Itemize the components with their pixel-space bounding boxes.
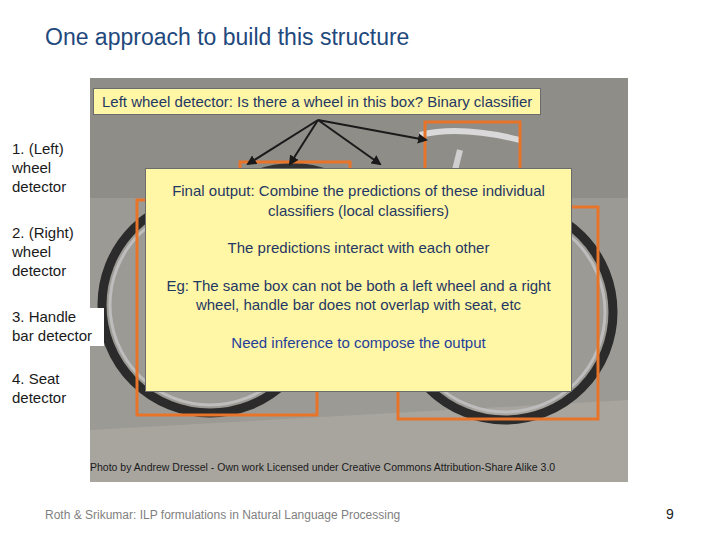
box-text: Final output: Combine the predictions of…	[160, 181, 557, 220]
output-box: Final output: Combine the predictions of…	[145, 168, 572, 392]
page-number: 9	[666, 506, 674, 522]
box-text: Left wheel detector: Is there a wheel in…	[102, 93, 532, 110]
detector-label: 3. Handle bar detector	[12, 308, 104, 346]
footer-text: Roth & Srikumar: ILP formulations in Nat…	[45, 508, 400, 522]
classifier-box: Left wheel detector: Is there a wheel in…	[93, 88, 541, 115]
photo-credit: Photo by Andrew Dressel - Own work Licen…	[90, 461, 555, 473]
box-text: The predictions interact with each other	[160, 238, 557, 258]
box-text: Need inference to compose the output	[160, 333, 557, 353]
detector-label: 4. Seat detector	[12, 370, 87, 408]
detector-label: 2. (Right) wheel detector	[12, 224, 90, 280]
slide-title: One approach to build this structure	[45, 24, 409, 51]
box-text: Eg: The same box can not be both a left …	[160, 276, 557, 315]
detector-label: 1. (Left) wheel detector	[12, 140, 90, 196]
